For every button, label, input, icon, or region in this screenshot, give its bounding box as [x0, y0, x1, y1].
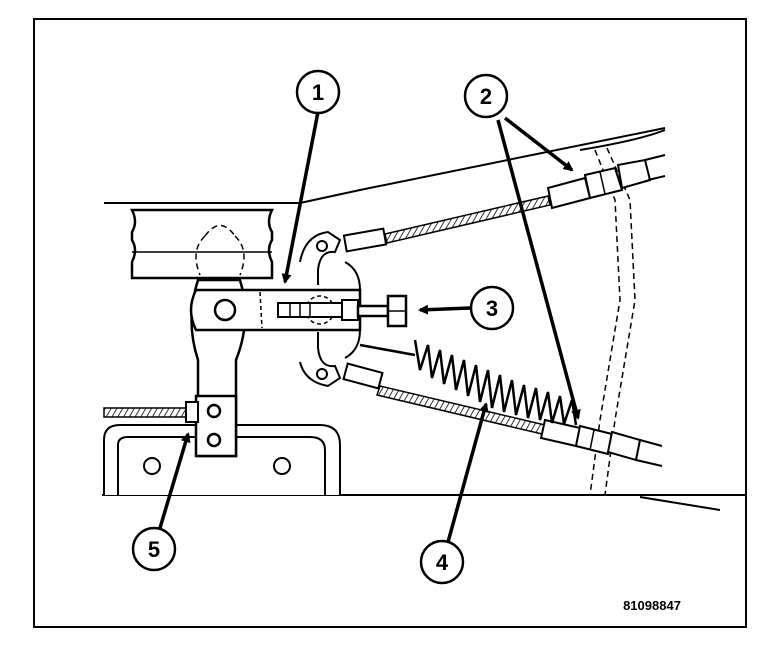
- frame-bolt-hole-right: [273, 457, 291, 475]
- callout-4-label: 4: [436, 550, 449, 575]
- callout-2-label: 2: [480, 84, 492, 109]
- callout-5: 5: [131, 526, 177, 572]
- adjuster-nut: [356, 294, 408, 328]
- callout-4: 4: [419, 539, 465, 585]
- upper-rear-cable: [342, 154, 666, 253]
- adjuster-lever: [189, 288, 362, 332]
- callout-1: 1: [295, 69, 341, 115]
- crossmember-block: [129, 208, 275, 280]
- leader-3: [418, 304, 471, 315]
- lower-rear-cable: [342, 362, 663, 467]
- leader-1: [281, 111, 320, 284]
- frame-bolt-hole-left: [143, 457, 161, 475]
- figure-frame: [33, 18, 747, 628]
- leader-5: [158, 432, 191, 529]
- callout-3-label: 3: [486, 296, 498, 321]
- figure-code: 81098847: [623, 598, 681, 613]
- cable-equalizer-hooks: [299, 230, 361, 388]
- callout-3: 3: [469, 285, 515, 331]
- left-rear-cable: [103, 401, 199, 423]
- callout-5-label: 5: [148, 537, 160, 562]
- leader-2-upper: [503, 116, 574, 172]
- leader-4: [446, 402, 489, 543]
- callout-1-label: 1: [312, 80, 324, 105]
- callout-2: 2: [463, 73, 509, 119]
- tension-spring: [359, 339, 578, 426]
- leader-2-lower: [496, 119, 581, 420]
- leader-arrows: [158, 111, 581, 543]
